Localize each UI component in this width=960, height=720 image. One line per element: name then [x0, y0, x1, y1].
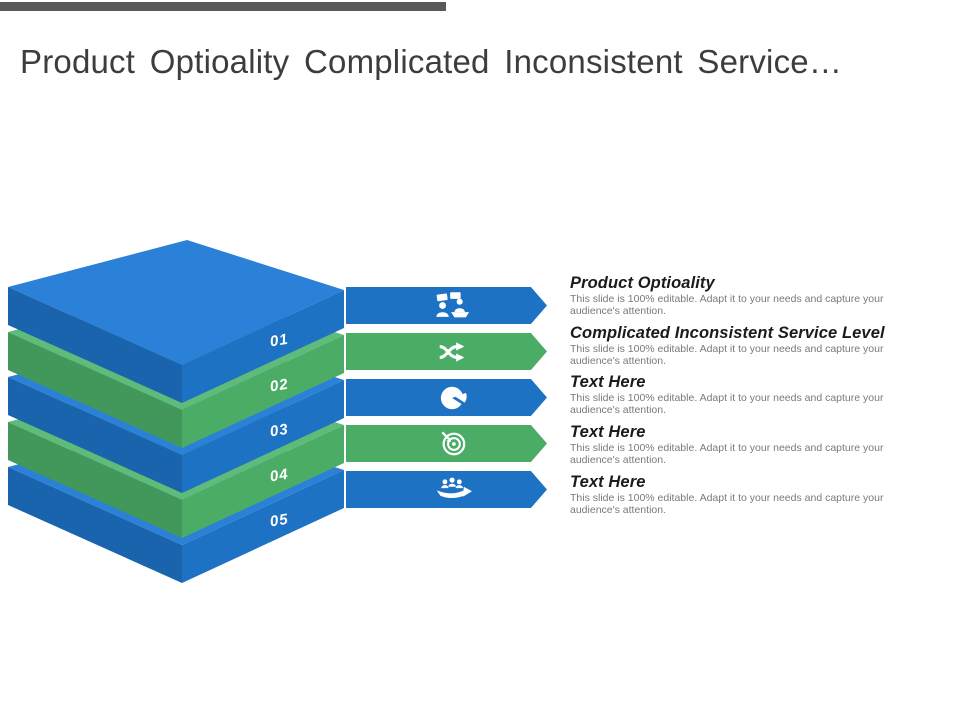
- arrow-banner-1: [346, 287, 547, 324]
- layer-number: 01: [269, 331, 290, 351]
- layer-number: 02: [269, 376, 290, 396]
- layer-number: 03: [269, 421, 290, 441]
- item-body: This slide is 100% editable. Adapt it to…: [570, 343, 884, 367]
- item-heading: Text Here: [570, 473, 646, 491]
- item-heading: Complicated Inconsistent Service Level: [570, 324, 885, 342]
- arrow-banner-3: [346, 379, 547, 416]
- layer-stack-diagram: 05 04 03 02 01: [8, 240, 344, 583]
- arrow-banner-5: [346, 471, 547, 508]
- item-body: This slide is 100% editable. Adapt it to…: [570, 293, 884, 317]
- pie-chart-icon: [440, 386, 467, 409]
- slide-title: Product Optioality Complicated Inconsist…: [20, 43, 843, 81]
- list-item-4: Text Here This slide is 100% editable. A…: [570, 423, 942, 466]
- arrow-banner-4: [346, 425, 547, 462]
- discussion-icon: [435, 292, 469, 318]
- layer-number: 04: [269, 466, 290, 486]
- teamwork-icon: [436, 477, 472, 499]
- stack-layer-01: 01: [8, 240, 344, 403]
- shuffle-icon: [439, 341, 465, 362]
- target-icon: [440, 431, 465, 455]
- list-item-2: Complicated Inconsistent Service Level T…: [570, 324, 942, 367]
- item-body: This slide is 100% editable. Adapt it to…: [570, 392, 884, 416]
- arrow-banner-2: [346, 333, 547, 370]
- item-body: This slide is 100% editable. Adapt it to…: [570, 492, 884, 516]
- item-body: This slide is 100% editable. Adapt it to…: [570, 442, 884, 466]
- list-item-3: Text Here This slide is 100% editable. A…: [570, 373, 942, 416]
- top-accent-bar: [0, 2, 446, 11]
- item-heading: Product Optioality: [570, 274, 715, 292]
- list-item-5: Text Here This slide is 100% editable. A…: [570, 473, 942, 516]
- layer-number: 05: [269, 511, 290, 531]
- list-item-1: Product Optioality This slide is 100% ed…: [570, 274, 942, 317]
- item-heading: Text Here: [570, 423, 646, 441]
- item-heading: Text Here: [570, 373, 646, 391]
